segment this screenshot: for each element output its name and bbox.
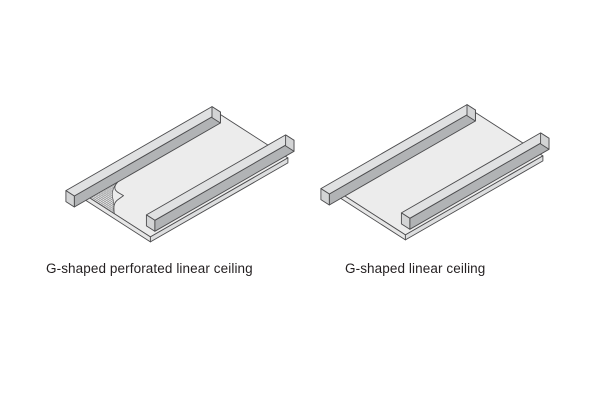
caption-perforated-panel: G-shaped perforated linear ceiling [46, 261, 253, 276]
perforated-panel-illustration [65, 106, 295, 243]
caption-plain-panel: G-shaped linear ceiling [345, 261, 486, 276]
plain-panel-illustration [320, 104, 550, 241]
torn-edge-line [113, 181, 124, 214]
perforation-patch [89, 181, 124, 215]
